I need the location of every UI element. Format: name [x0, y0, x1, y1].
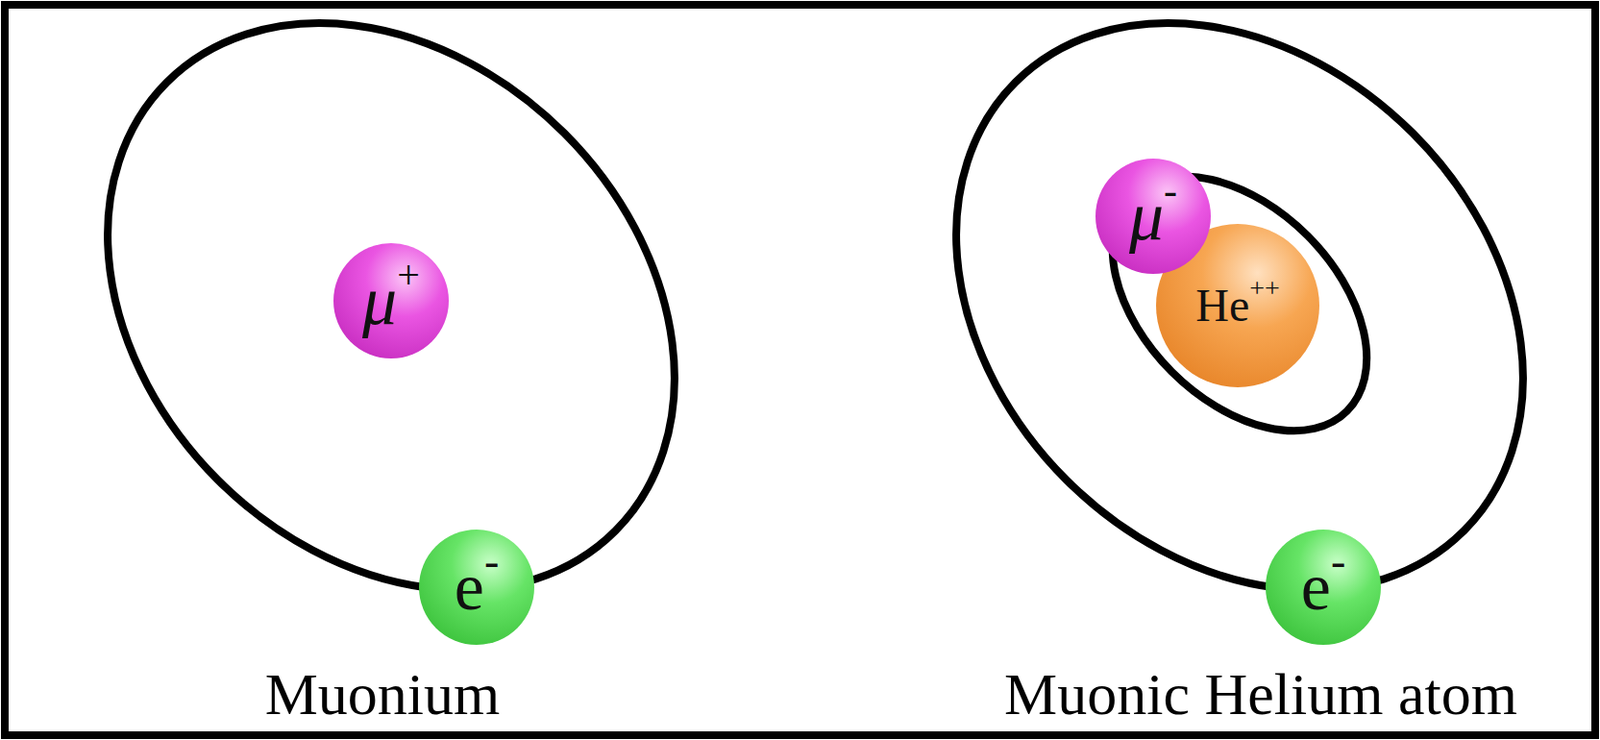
electron-orbit [841, 0, 1600, 705]
particle-name: He [1195, 282, 1250, 329]
particle-symbol: μ+ [333, 243, 449, 359]
muon-particle: μ- [1095, 158, 1211, 274]
charge-superscript: - [1163, 170, 1178, 211]
electron-orbit [0, 0, 789, 705]
particle-name: e [1301, 553, 1331, 621]
charge-superscript: + [396, 254, 420, 296]
particle-symbol: μ- [1095, 158, 1211, 274]
electron-particle: e- [418, 529, 535, 645]
atom-caption: Muonium [265, 664, 501, 724]
particle-symbol: e- [418, 529, 535, 645]
muon-particle: μ+ [333, 243, 449, 359]
charge-superscript: - [1330, 539, 1346, 584]
muon-orbit [1064, 128, 1416, 480]
atom-caption: Muonic Helium atom [1004, 664, 1518, 724]
particle-name: μ [362, 266, 397, 336]
frame-border [4, 4, 1596, 736]
charge-superscript: - [484, 539, 499, 584]
charge-superscript: ++ [1249, 274, 1280, 302]
electron-particle: e- [1265, 529, 1381, 645]
particle-name: μ [1129, 181, 1164, 251]
particle-symbol: e- [1265, 529, 1381, 645]
particle-name: e [454, 553, 485, 621]
